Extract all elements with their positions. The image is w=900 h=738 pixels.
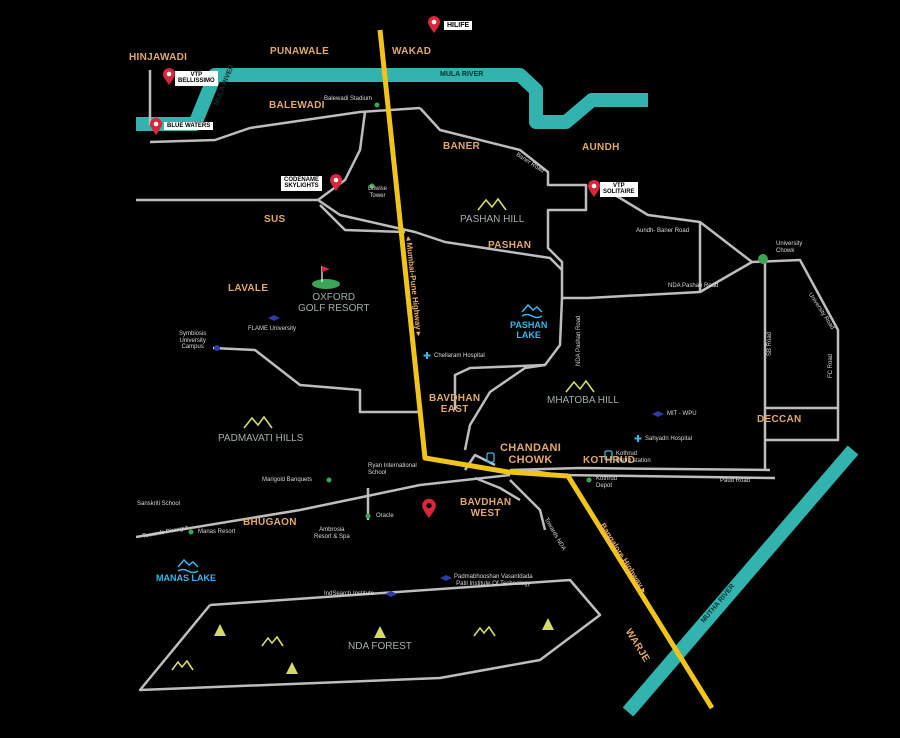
landmark-pashan-lake: PASHAN LAKE	[510, 320, 548, 340]
area-deccan: DECCAN	[757, 414, 802, 425]
place-flame-university: FLAME University	[248, 326, 297, 332]
area-pashan: PASHAN	[488, 240, 532, 251]
map-pin-icon[interactable]	[427, 16, 441, 34]
forest-trees	[214, 618, 554, 674]
mumbai-pune-highway	[377, 29, 715, 710]
place-balewadi-stadium: Balewadi Stadium	[324, 96, 373, 102]
river-mula-2: MULA RIVER	[440, 71, 484, 78]
area-kothrud: KOTHRUD	[583, 455, 636, 466]
road-sb: SB Road	[767, 331, 773, 356]
area-sus: SUS	[264, 214, 286, 225]
landmark-oxford-golf-resort: OXFORD GOLF RESORT	[298, 292, 370, 314]
area-bavdhan-east: BAVDHAN EAST	[429, 393, 481, 415]
place-chellaram-hospital: Chellaram Hospital	[434, 353, 485, 359]
place-sanskriti-school: Sanskriti School	[137, 501, 181, 507]
place-indsearch: IndSearch Institute	[324, 591, 375, 597]
place-kothrud-metro: Kothrud Metro station	[616, 451, 651, 464]
road-paud: Paud Road	[720, 478, 751, 484]
road-aundh-baner: Aundh- Baner Road	[636, 228, 690, 234]
place-bitwise-tower: Bitwise Tower	[368, 186, 388, 199]
road-network	[135, 70, 840, 692]
area-aundh: AUNDH	[582, 142, 620, 153]
landmark-pashan-hill: PASHAN HILL	[460, 214, 525, 225]
place-oracle: Oracle	[376, 513, 394, 519]
mula-river	[136, 68, 648, 131]
area-bavdhan-west: BAVDHAN WEST	[460, 497, 512, 519]
map-pin-icon[interactable]	[162, 68, 176, 86]
road-fc: FC Road	[828, 353, 834, 378]
project-tag-blue-waters[interactable]: BLUE WATERS	[164, 122, 214, 131]
pins	[427, 3, 441, 17]
project-tag-codename-skylights[interactable]: CODENAME SKYLIGHTS	[281, 176, 323, 191]
project-tag-vtp-solitaire[interactable]: VTP SOLITAIRE	[600, 182, 638, 197]
map-pin-icon[interactable]	[329, 174, 343, 192]
landmark-nda-forest: NDA FOREST	[348, 641, 412, 652]
mutha-river	[622, 445, 859, 717]
area-balewadi: BALEWADI	[269, 100, 325, 111]
landmark-manas-lake: MANAS LAKE	[156, 573, 216, 583]
place-sahyadri-hospital: Sahyadri Hospital	[645, 436, 693, 442]
landmark-mhatoba-hill: MHATOBA HILL	[547, 395, 619, 406]
place-manas-resort: Manas Resort	[198, 529, 236, 535]
location-pin-icon[interactable]	[421, 496, 437, 522]
place-marigold-banquets: Marigold Banquets	[262, 477, 313, 483]
project-tag-vtp-bellissimo[interactable]: VTP BELLISSIMO	[175, 71, 218, 86]
symbiosis-dot	[214, 345, 220, 351]
landmark-padmavati-hills: PADMAVATI HILLS	[218, 433, 304, 444]
hospital-icons	[423, 352, 642, 442]
place-mit-wpu: MIT - WPU	[667, 411, 697, 417]
area-wakad: WAKAD	[392, 46, 432, 57]
area-punawale: PUNAWALE	[270, 46, 330, 57]
project-tag-hilife[interactable]: HILIFE	[444, 21, 473, 31]
area-lavale: LAVALE	[228, 283, 269, 294]
road-nda-pashan-v: NDA Pashan Road	[576, 315, 582, 366]
place-university-chowk: University Chowk	[776, 241, 803, 254]
map-pin-icon[interactable]	[587, 180, 601, 198]
place-ambrosia: Ambrosia Resort & Spa	[314, 527, 350, 540]
area-chandani-chowk: CHANDANI CHOWK	[500, 442, 562, 467]
hill-icons	[171, 197, 595, 671]
place-kothrud-depot: Kothrud Depot	[596, 476, 618, 489]
graduation-icons	[268, 315, 664, 597]
map-pin-icon[interactable]	[149, 118, 163, 136]
lake-icons	[177, 303, 543, 574]
metro-icons	[486, 450, 613, 463]
location-dots	[188, 102, 768, 535]
area-hinjawadi: HINJAWADI	[129, 52, 188, 63]
golf-icon	[312, 266, 340, 289]
place-ryan-school: Ryan International School	[368, 463, 417, 476]
place-padmabhooshan: Padmabhooshan Vasantdada Patil Institute…	[454, 574, 533, 587]
area-bhugaon: BHUGAON	[243, 517, 297, 528]
place-symbiosis: Symbiosis University Campus	[179, 331, 207, 351]
road-nda-pashan-h: NDA Pashan Road	[668, 283, 719, 289]
area-baner: BANER	[443, 141, 481, 152]
